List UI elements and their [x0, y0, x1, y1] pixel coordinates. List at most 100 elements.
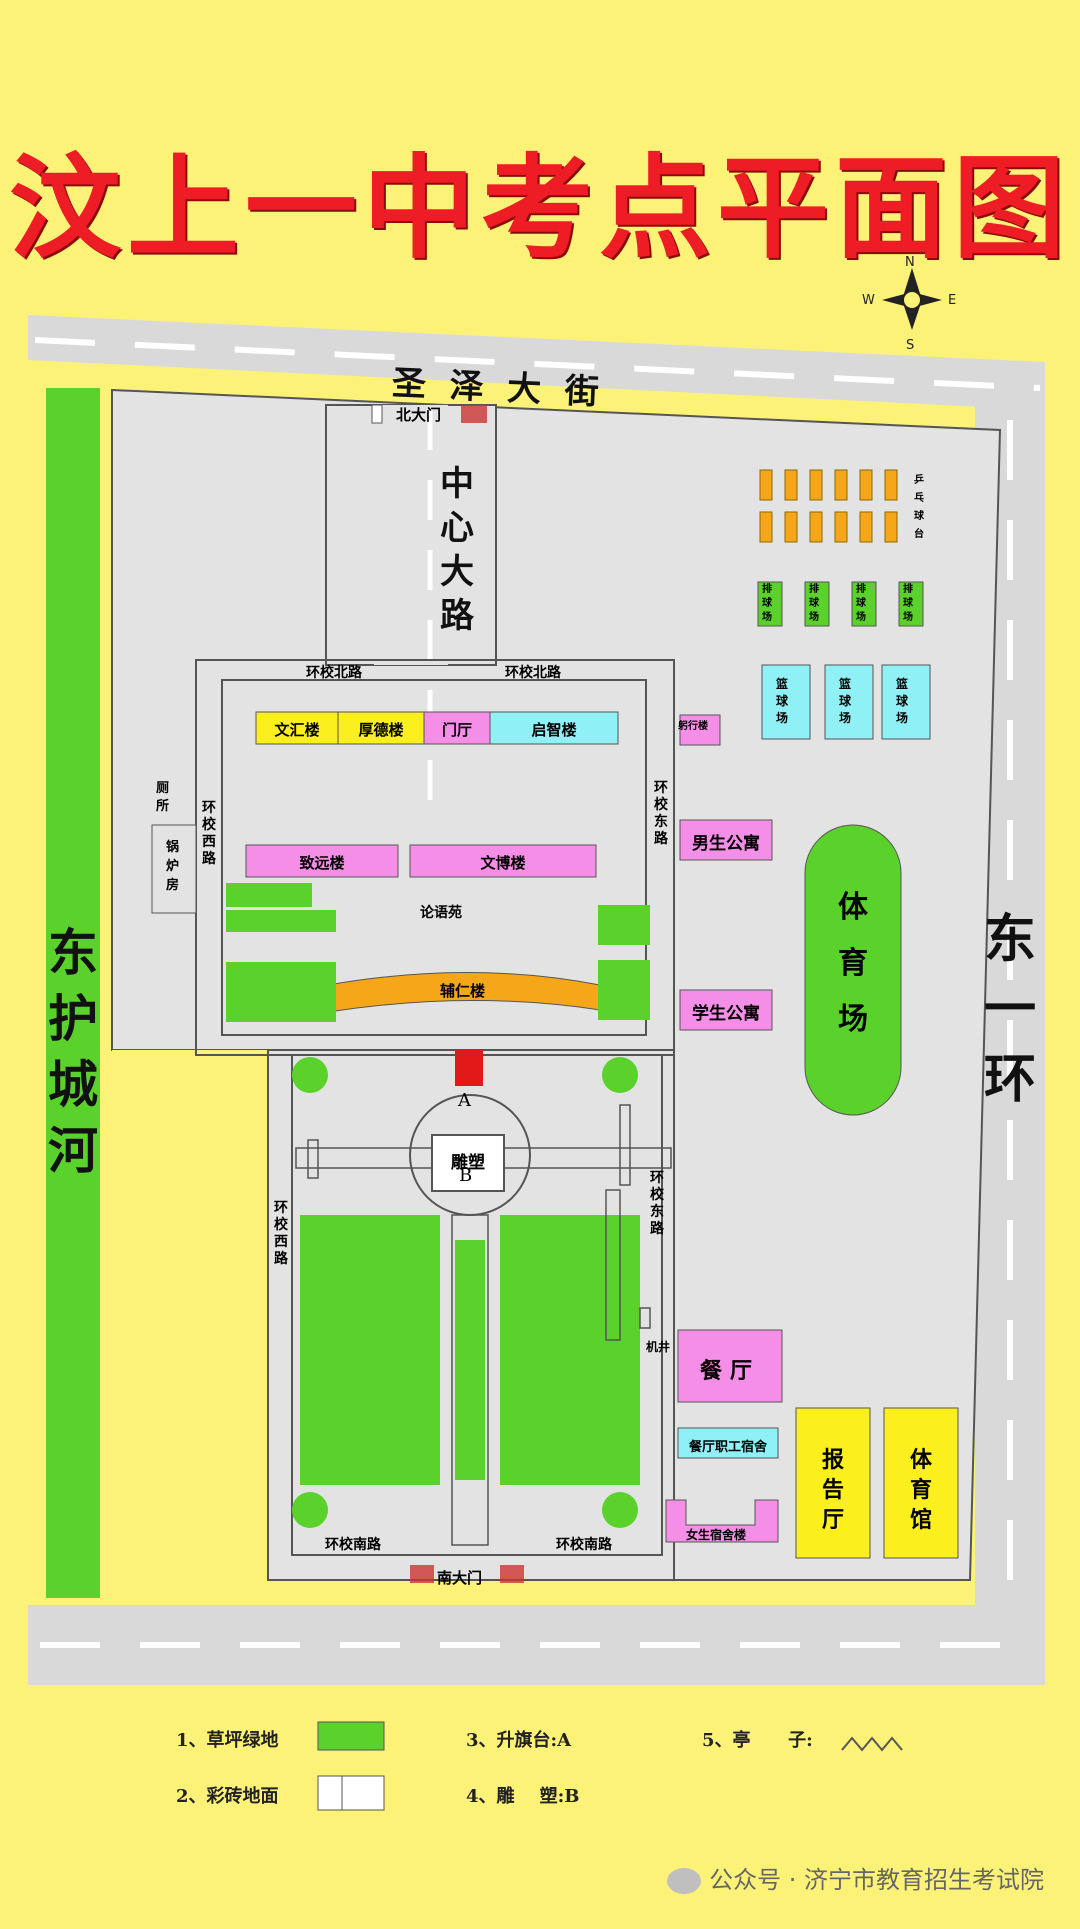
label-wenhui: 文汇楼: [274, 721, 320, 739]
page-title: 汶上一中考点平面图: [9, 144, 1071, 274]
label-marker-a: A: [458, 1090, 471, 1111]
ring-east-lower: 环校东路: [650, 1170, 664, 1237]
label-volleyball-1: 排球场: [762, 584, 772, 623]
label-report-hall: 报告厅: [821, 1447, 844, 1533]
building-staff-dorm[interactable]: [677, 1427, 779, 1459]
sculpture: [431, 1134, 505, 1192]
label-menting: 门厅: [441, 721, 472, 739]
building-wenbo[interactable]: [409, 844, 597, 878]
label-girls-dorm: 女生宿舍楼: [686, 1528, 747, 1542]
north-gate-icon[interactable]: [461, 405, 487, 423]
building-student-dorm[interactable]: [679, 989, 773, 1031]
ring-west-lower: 环校西路: [274, 1200, 288, 1267]
volleyball-court-2[interactable]: [804, 581, 830, 627]
north-gate-label[interactable]: 北大门: [396, 406, 442, 424]
legend-brick-icon: [317, 1775, 385, 1811]
label-sculpture: 雕塑: [451, 1153, 485, 1173]
legend-item-5: 5、亭 子:: [702, 1726, 813, 1752]
legend-item-3: 3、升旗台:A: [466, 1726, 571, 1752]
legend-num: 4、: [466, 1786, 497, 1807]
label-boiler: 锅炉房: [166, 840, 180, 893]
legend-label: 彩砖地面: [206, 1786, 279, 1807]
ring-south-right: 环校南路: [556, 1537, 612, 1553]
compass-w-label: W: [862, 293, 875, 308]
ring-west-upper: 环校西路: [202, 800, 216, 867]
lawn-areas: [226, 883, 650, 1528]
label-pingpong: 乒乓球台: [914, 475, 924, 540]
legend-num: 3、: [466, 1730, 497, 1751]
compass-n-label: N: [905, 255, 915, 270]
building-boys-dorm[interactable]: [679, 819, 773, 861]
legend-item-1: 1、草坪绿地: [176, 1726, 279, 1752]
label-canteen: 餐厅: [699, 1358, 760, 1384]
legend-label: 草坪绿地: [206, 1730, 279, 1751]
label-volleyball-3: 排球场: [856, 584, 866, 623]
label-well: 机井: [646, 1340, 671, 1354]
south-gate-icon-left[interactable]: [410, 1565, 434, 1583]
building-zhiyuan[interactable]: [245, 844, 399, 878]
label-marker-b: B: [459, 1165, 473, 1186]
legend-item-2: 2、彩砖地面: [176, 1782, 279, 1808]
building-qizhi[interactable]: [489, 711, 619, 745]
legend-label: 亭 子:: [732, 1730, 813, 1751]
building-report-hall[interactable]: [795, 1407, 871, 1559]
legend-num: 5、: [702, 1730, 733, 1751]
east-moat: [46, 388, 100, 1598]
ring-south-left: 环校南路: [325, 1537, 381, 1553]
label-basketball-1: 篮球场: [776, 677, 789, 725]
label-qizhi: 启智楼: [531, 721, 577, 739]
basketball-court-3[interactable]: [881, 664, 931, 740]
compass-e-label: E: [948, 293, 957, 308]
label-stadium: 体育场: [838, 890, 868, 1037]
east-ring-label: 东一环: [983, 909, 1036, 1110]
pingpong-tables: [759, 469, 898, 543]
label-boys-dorm: 男生公寓: [692, 834, 760, 854]
label-volleyball-2: 排球场: [809, 584, 819, 623]
label-basketball-2: 篮球场: [839, 677, 852, 725]
compass-icon: [882, 268, 942, 330]
label-student-dorm: 学生公寓: [692, 1004, 760, 1024]
north-gate-post: [371, 404, 383, 424]
label-staff-dorm: 餐厅职工宿舍: [688, 1440, 767, 1455]
legend-label: 升旗台:A: [496, 1730, 572, 1751]
legend-label: 雕 塑:B: [496, 1786, 580, 1807]
label-zhiyuan: 致远楼: [299, 854, 345, 872]
label-gym: 体育馆: [909, 1447, 932, 1533]
footer-source: 公众号 · 济宁市教育招生考试院: [667, 1860, 1044, 1895]
label-volleyball-4: 排球场: [903, 584, 913, 623]
label-wenbo: 文博楼: [480, 854, 526, 872]
stadium[interactable]: [804, 824, 902, 1116]
flag-platform: [455, 1050, 483, 1086]
basketball-court-1[interactable]: [761, 664, 811, 740]
legend-item-4: 4、雕 塑:B: [466, 1782, 579, 1808]
building-gym[interactable]: [883, 1407, 959, 1559]
ring-east-upper: 环校东路: [654, 780, 668, 847]
label-basketball-3: 篮球场: [896, 677, 909, 725]
wechat-icon: [667, 1868, 702, 1894]
label-houde: 厚德楼: [358, 721, 404, 739]
label-furen: 辅仁楼: [440, 982, 486, 1000]
volleyball-court-1[interactable]: [757, 581, 783, 627]
ring-north-left: 环校北路: [306, 665, 362, 681]
pavilions: [307, 1104, 651, 1341]
volleyball-court-3[interactable]: [851, 581, 877, 627]
basketball-court-2[interactable]: [824, 664, 874, 740]
south-gate-icon-right[interactable]: [500, 1565, 524, 1583]
central-road-label: 中心大路: [440, 464, 474, 636]
footer-text: 公众号 · 济宁市教育招生考试院: [709, 1866, 1044, 1894]
building-wenhui[interactable]: [255, 711, 339, 745]
south-gate-label[interactable]: 南大门: [437, 1569, 483, 1587]
building-canteen[interactable]: [677, 1329, 783, 1403]
building-shexing[interactable]: [679, 714, 721, 746]
volleyball-court-4[interactable]: [898, 581, 924, 627]
building-girls-dorm[interactable]: [665, 1499, 779, 1543]
legend-lawn-icon: [317, 1721, 385, 1751]
compass-s-label: S: [906, 338, 915, 353]
label-toilet: 厕所: [156, 781, 170, 814]
campus-south-part: [112, 1050, 268, 1580]
building-menting[interactable]: [423, 711, 491, 745]
toilet-boiler[interactable]: [151, 824, 197, 914]
ring-north-right: 环校北路: [505, 665, 561, 681]
legend-num: 1、: [176, 1730, 207, 1751]
